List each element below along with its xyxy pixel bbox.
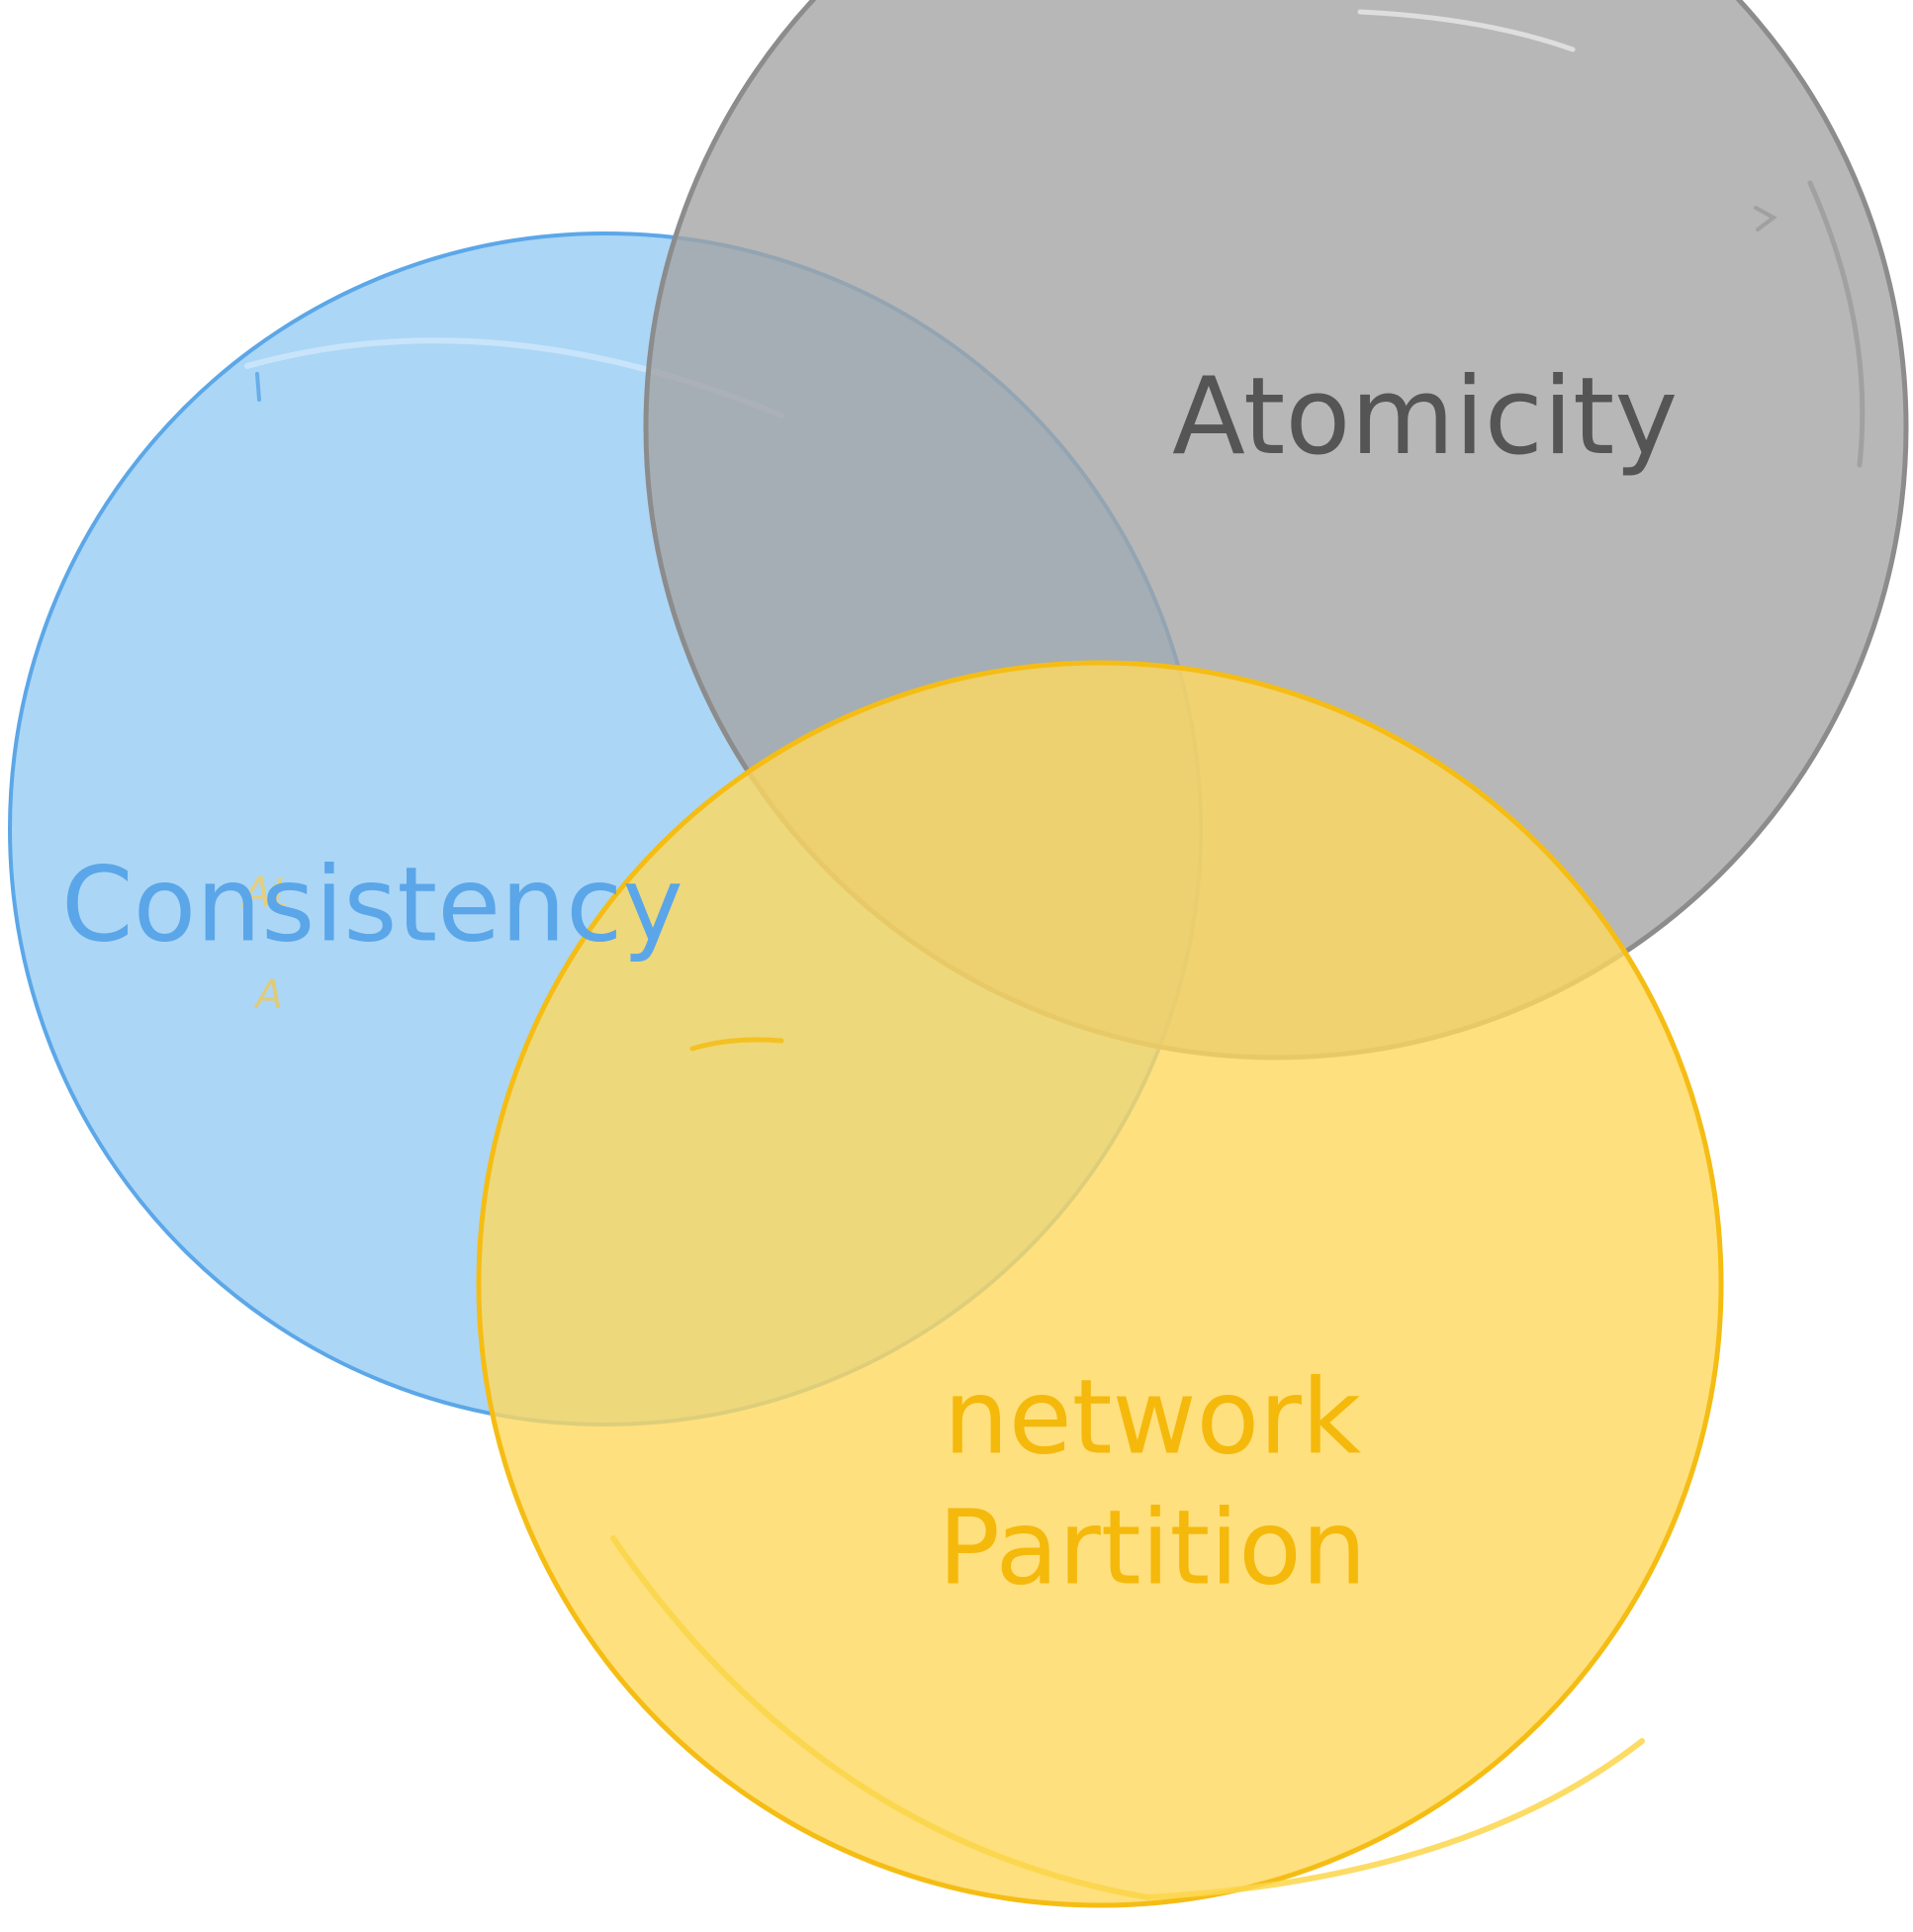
partition-sketch-stroke-2: [1144, 1738, 1645, 1900]
label-atomicity: Atomicity: [1172, 355, 1678, 479]
label-partition: Partition: [938, 1487, 1366, 1608]
atomicity-sketch-tick: [1754, 206, 1777, 231]
atomicity-sketch-stroke: [1807, 180, 1866, 468]
partition-circle-shape[interactable]: [476, 660, 1724, 1908]
atomicity-sketch-highlight: [1357, 9, 1576, 52]
set-circle-network-partition[interactable]: [476, 660, 1724, 1908]
artifact-a-text: A: [252, 972, 282, 1018]
artifact-at-text: At: [239, 869, 289, 917]
partition-sketch-tick: [689, 1037, 784, 1052]
partition-sketch-stroke: [610, 1535, 1150, 1900]
label-network: network: [944, 1356, 1361, 1477]
consistency-sketch-tick: [255, 372, 261, 402]
label-consistency: Consistency: [61, 844, 683, 965]
